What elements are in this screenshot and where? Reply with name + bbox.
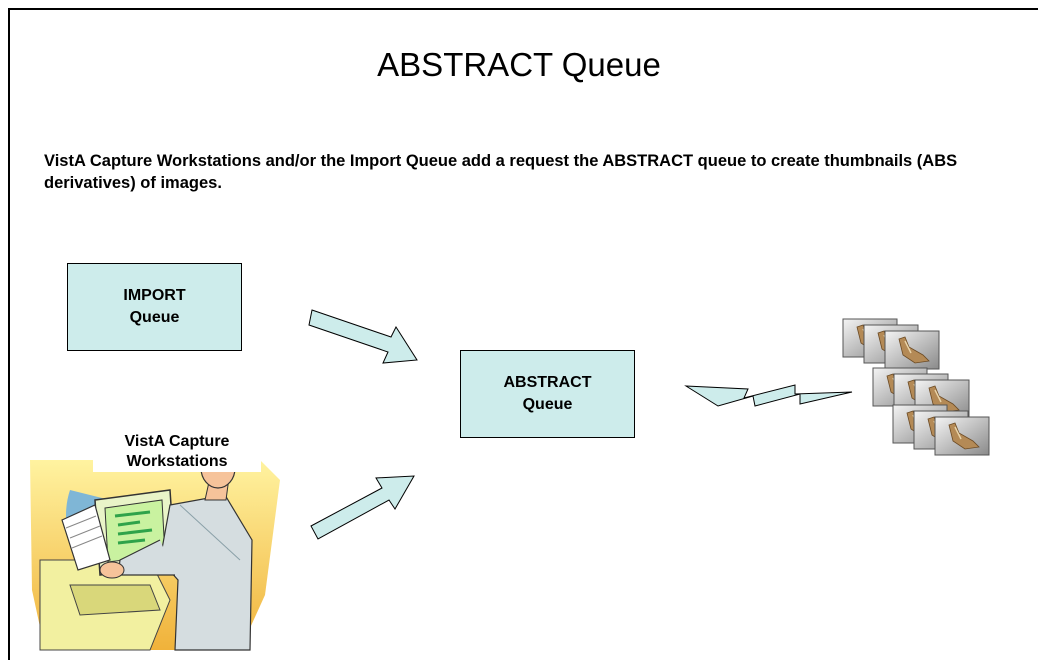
lightning-bolt-arrow [684,384,853,407]
person-at-computer-icon [30,445,280,651]
workstations-label: VistA Capture Workstations [93,432,261,472]
abstract-queue-label-line1: ABSTRACT [503,374,592,391]
slide-description: VistA Capture Workstations and/or the Im… [44,152,958,192]
import-queue-label-line1: IMPORT [123,287,186,304]
import-queue-label-line2: Queue [129,309,180,326]
abstract-queue-label-line2: Queue [522,396,573,413]
slide-title: ABSTRACT Queue [377,46,661,83]
import-queue-box: IMPORT Queue [67,263,242,351]
workstations-label-line1: VistA Capture [124,433,230,450]
arrow-import-to-abstract [308,309,418,364]
workstations-label-line2: Workstations [126,453,228,470]
image-thumbnails-icon [842,318,990,456]
arrow-workstations-to-abstract [310,475,415,540]
abstract-queue-box: ABSTRACT Queue [460,350,635,438]
